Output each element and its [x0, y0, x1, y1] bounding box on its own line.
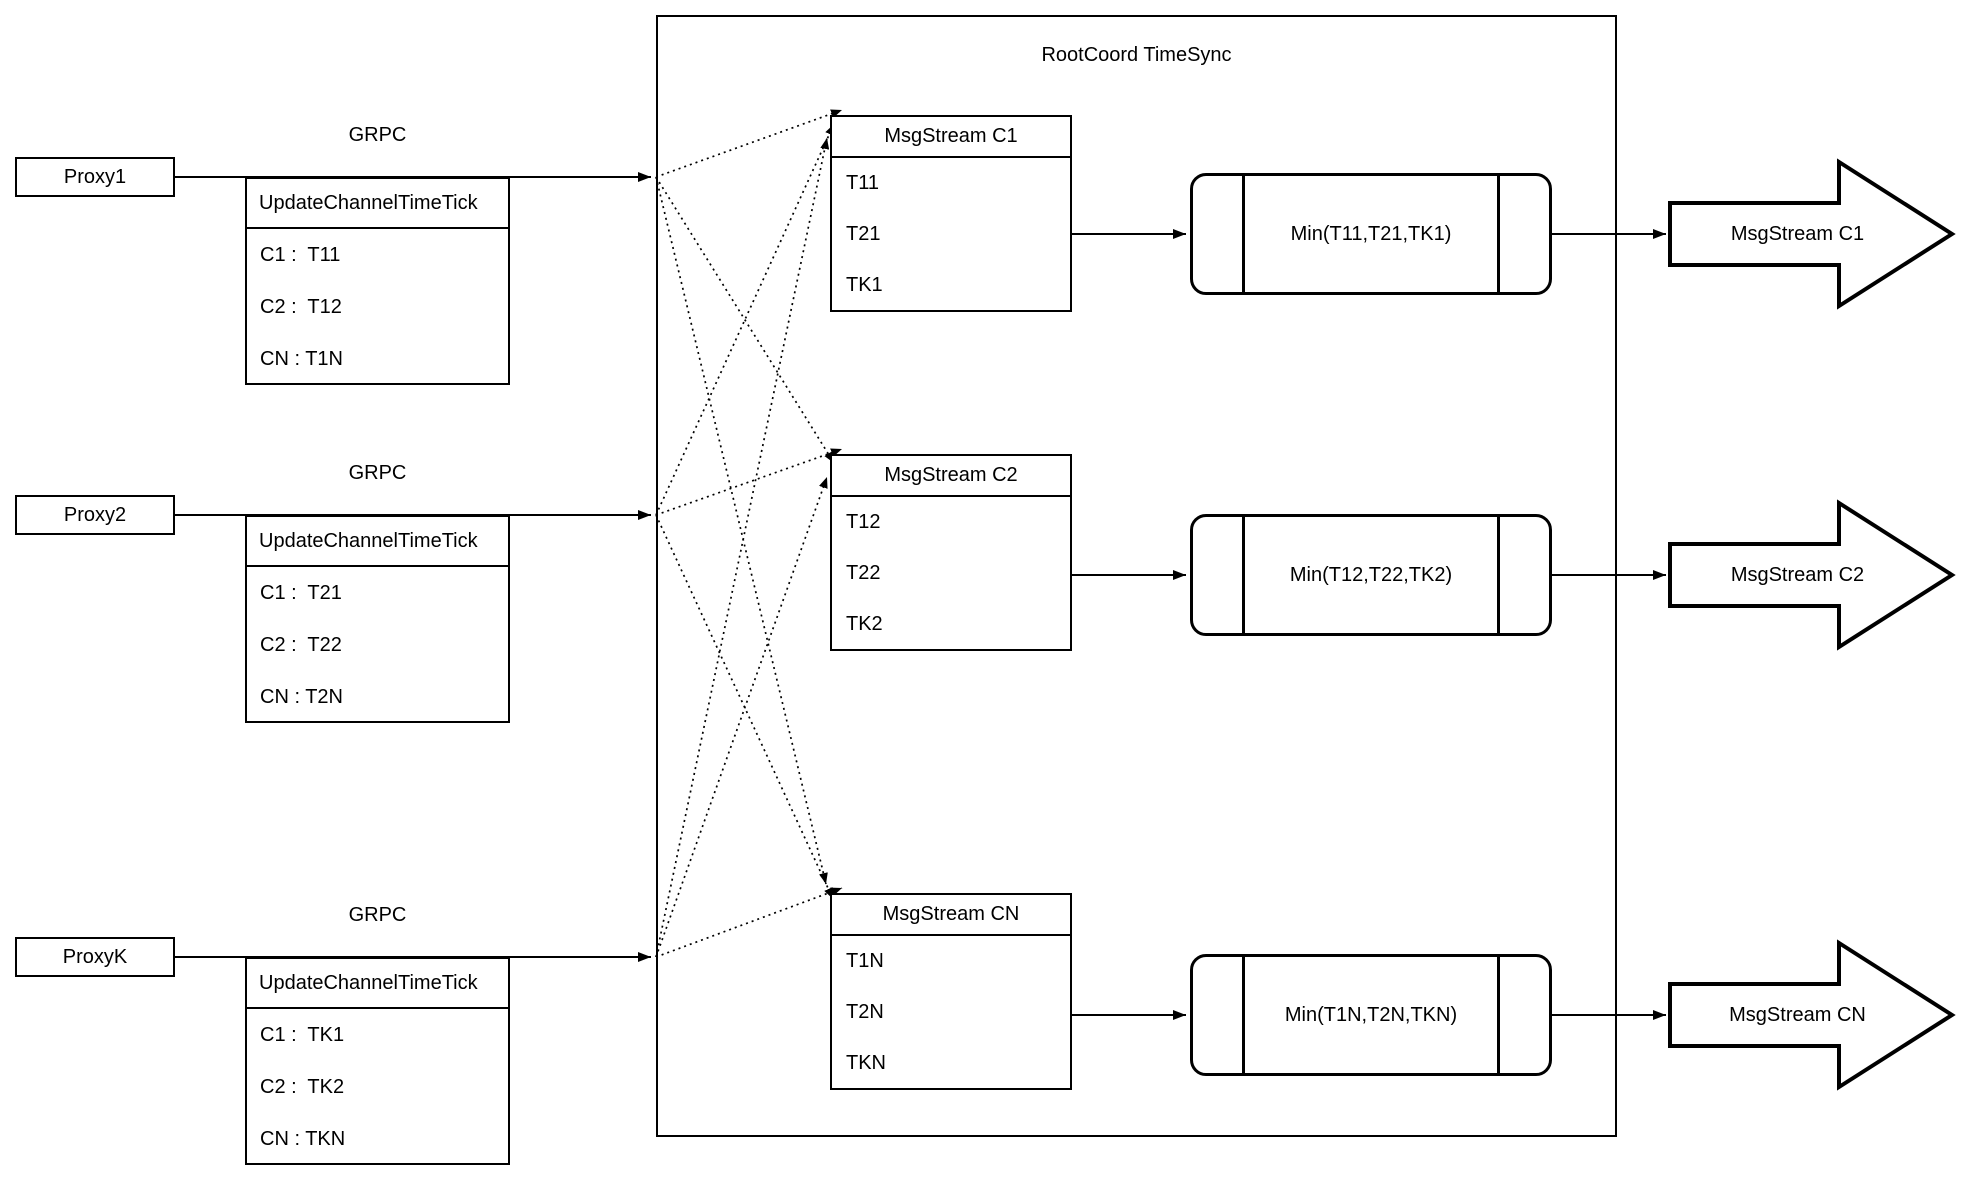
timestamp-entry: T1N [846, 950, 884, 972]
tick-entry: C1 : TK1 [260, 1024, 345, 1046]
fanout-pk-c2 [655, 476, 828, 958]
tick-entry: C2 : TK2 [260, 1076, 345, 1098]
min-label-c2: Min(T12,T22,TK2) [1289, 563, 1453, 586]
proxy2-box: Proxy2 [15, 495, 175, 535]
timestamp-entry: T2N [846, 1001, 884, 1023]
msgstream-table-c1: MsgStream C1 T11 T21 TK1 [830, 115, 1072, 312]
timetick-fanout-lines [655, 109, 843, 958]
timestamp-entry: TK1 [846, 274, 883, 296]
grpc-label-3: GRPC [348, 904, 407, 926]
output-arrow-shape-cn [1668, 939, 1956, 1091]
output-arrow-shape-c2 [1668, 499, 1956, 651]
msgstream-header-c2: MsgStream C2 [832, 456, 1070, 497]
update-tick-table-1: UpdateChannelTimeTick C1 : T11 C2 : T12 … [245, 177, 510, 385]
timestamp-entry: TKN [846, 1052, 886, 1074]
min-to-output-lines [1552, 229, 1666, 1020]
output-arrow-shape-c1 [1668, 158, 1956, 310]
min-label-c1: Min(T11,T21,TK1) [1290, 222, 1452, 245]
grpc-label-2: GRPC [348, 462, 407, 484]
min-box-cn: Min(T1N,T2N,TKN) [1190, 954, 1552, 1076]
min-box-divider [1497, 957, 1500, 1073]
update-tick-header-3: UpdateChannelTimeTick [247, 959, 508, 1009]
timestamp-entry: T21 [846, 223, 881, 245]
timestamp-entry: T12 [846, 511, 881, 533]
timestamp-entry: TK2 [846, 613, 883, 635]
output-arrow-label-c2: MsgStream C2 [1730, 564, 1865, 586]
min-box-c1: Min(T11,T21,TK1) [1190, 173, 1552, 295]
timestamp-entry: T11 [846, 172, 879, 194]
proxy1-box: Proxy1 [15, 157, 175, 197]
grpc-label-1: GRPC [348, 124, 407, 146]
msgstream-header-c1: MsgStream C1 [832, 117, 1070, 158]
proxyk-box: ProxyK [15, 937, 175, 977]
tick-entry: CN : TKN [260, 1128, 346, 1150]
tick-entry: CN : T2N [260, 686, 343, 708]
container-title: RootCoord TimeSync [1041, 44, 1232, 66]
proxy1-label: Proxy1 [63, 165, 127, 188]
min-box-divider [1242, 176, 1245, 292]
tick-entry: CN : T1N [260, 348, 343, 370]
update-tick-header-1: UpdateChannelTimeTick [247, 179, 508, 229]
tick-entry: C2 : T22 [260, 634, 342, 656]
min-label-cn: Min(T1N,T2N,TKN) [1284, 1003, 1458, 1026]
output-arrow-label-cn: MsgStream CN [1729, 1004, 1866, 1026]
msgstream-table-cn: MsgStream CN T1N T2N TKN [830, 893, 1072, 1090]
min-box-divider [1242, 957, 1245, 1073]
msgstream-header-cn: MsgStream CN [832, 895, 1070, 936]
update-tick-table-3: UpdateChannelTimeTick C1 : TK1 C2 : TK2 … [245, 957, 510, 1165]
update-tick-table-2: UpdateChannelTimeTick C1 : T21 C2 : T22 … [245, 515, 510, 723]
tick-entry: C2 : T12 [260, 296, 342, 318]
stream-to-min-lines [1072, 229, 1186, 1020]
min-box-c2: Min(T12,T22,TK2) [1190, 514, 1552, 636]
msgstream-table-c2: MsgStream C2 T12 T22 TK2 [830, 454, 1072, 651]
output-arrow-label-c1: MsgStream C1 [1730, 223, 1865, 245]
update-tick-header-2: UpdateChannelTimeTick [247, 517, 508, 567]
min-box-divider [1242, 517, 1245, 633]
output-arrow-shapes [1668, 158, 1956, 1091]
fanout-pk-c1 [655, 137, 830, 958]
proxy2-label: Proxy2 [63, 503, 127, 526]
proxyk-label: ProxyK [62, 945, 128, 968]
tick-entry: C1 : T11 [260, 244, 341, 266]
fanout-p1-cn [655, 176, 828, 885]
fanout-p2-cn [655, 514, 834, 900]
fanout-p1-c2 [655, 176, 835, 464]
tick-entry: C1 : T21 [260, 582, 342, 604]
min-box-divider [1497, 517, 1500, 633]
min-box-divider [1497, 176, 1500, 292]
timestamp-entry: T22 [846, 562, 881, 584]
rootcoord-timesync-container: RootCoord TimeSync [656, 15, 1617, 1137]
